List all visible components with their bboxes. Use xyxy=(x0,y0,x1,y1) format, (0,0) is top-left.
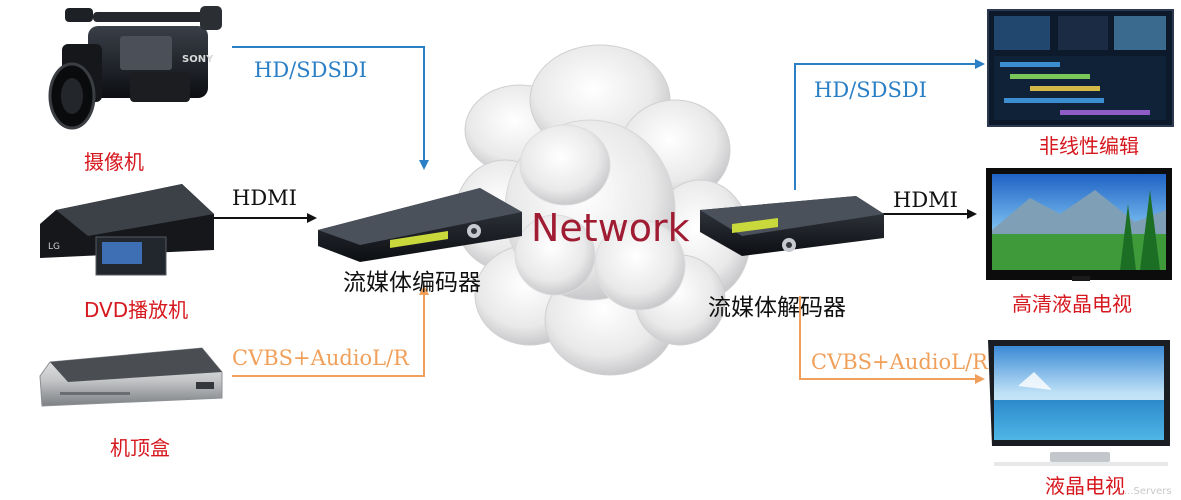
watermark-text: ...Servers xyxy=(1124,486,1172,497)
cvbs-in-arrow xyxy=(232,285,429,377)
encoder-image xyxy=(318,188,522,262)
svg-text:LG: LG xyxy=(48,242,60,252)
cvbs-out-arrow xyxy=(799,296,985,384)
decoder-label: 流媒体解码器 xyxy=(708,295,846,321)
network-label: Network xyxy=(531,206,690,250)
lcd-tv-label: 液晶电视 xyxy=(1045,474,1125,498)
hdmi-out-label: HDMI xyxy=(893,188,958,212)
dvd-player-label: DVD播放机 xyxy=(84,298,189,322)
hdsdi-in-arrow xyxy=(232,46,429,170)
hdmi-in-label: HDMI xyxy=(232,186,297,210)
camcorder-image: SONY xyxy=(48,6,222,130)
hdsdi-in-label: HD/SDSDI xyxy=(254,58,367,82)
hdsdi-out-arrow xyxy=(794,59,985,190)
svg-text:SONY: SONY xyxy=(182,54,214,65)
decoder-image xyxy=(700,196,884,256)
nle-monitor-image xyxy=(987,9,1174,127)
set-top-box-label: 机顶盒 xyxy=(110,436,170,460)
cvbs-out-label: CVBS+AudioL/R xyxy=(811,350,988,374)
dvd-player-image: LG xyxy=(40,184,214,276)
encoder-label: 流媒体编码器 xyxy=(343,270,481,296)
hdsdi-out-label: HD/SDSDI xyxy=(814,78,927,102)
lcd-tv-image xyxy=(988,340,1170,466)
nle-label: 非线性编辑 xyxy=(1039,134,1139,158)
camcorder-label: 摄像机 xyxy=(84,150,144,174)
set-top-box-image xyxy=(39,347,223,407)
hd-lcd-tv-image xyxy=(986,168,1172,281)
cvbs-in-label: CVBS+AudioL/R xyxy=(232,346,409,370)
hd-lcd-tv-label: 高清液晶电视 xyxy=(1012,292,1132,316)
